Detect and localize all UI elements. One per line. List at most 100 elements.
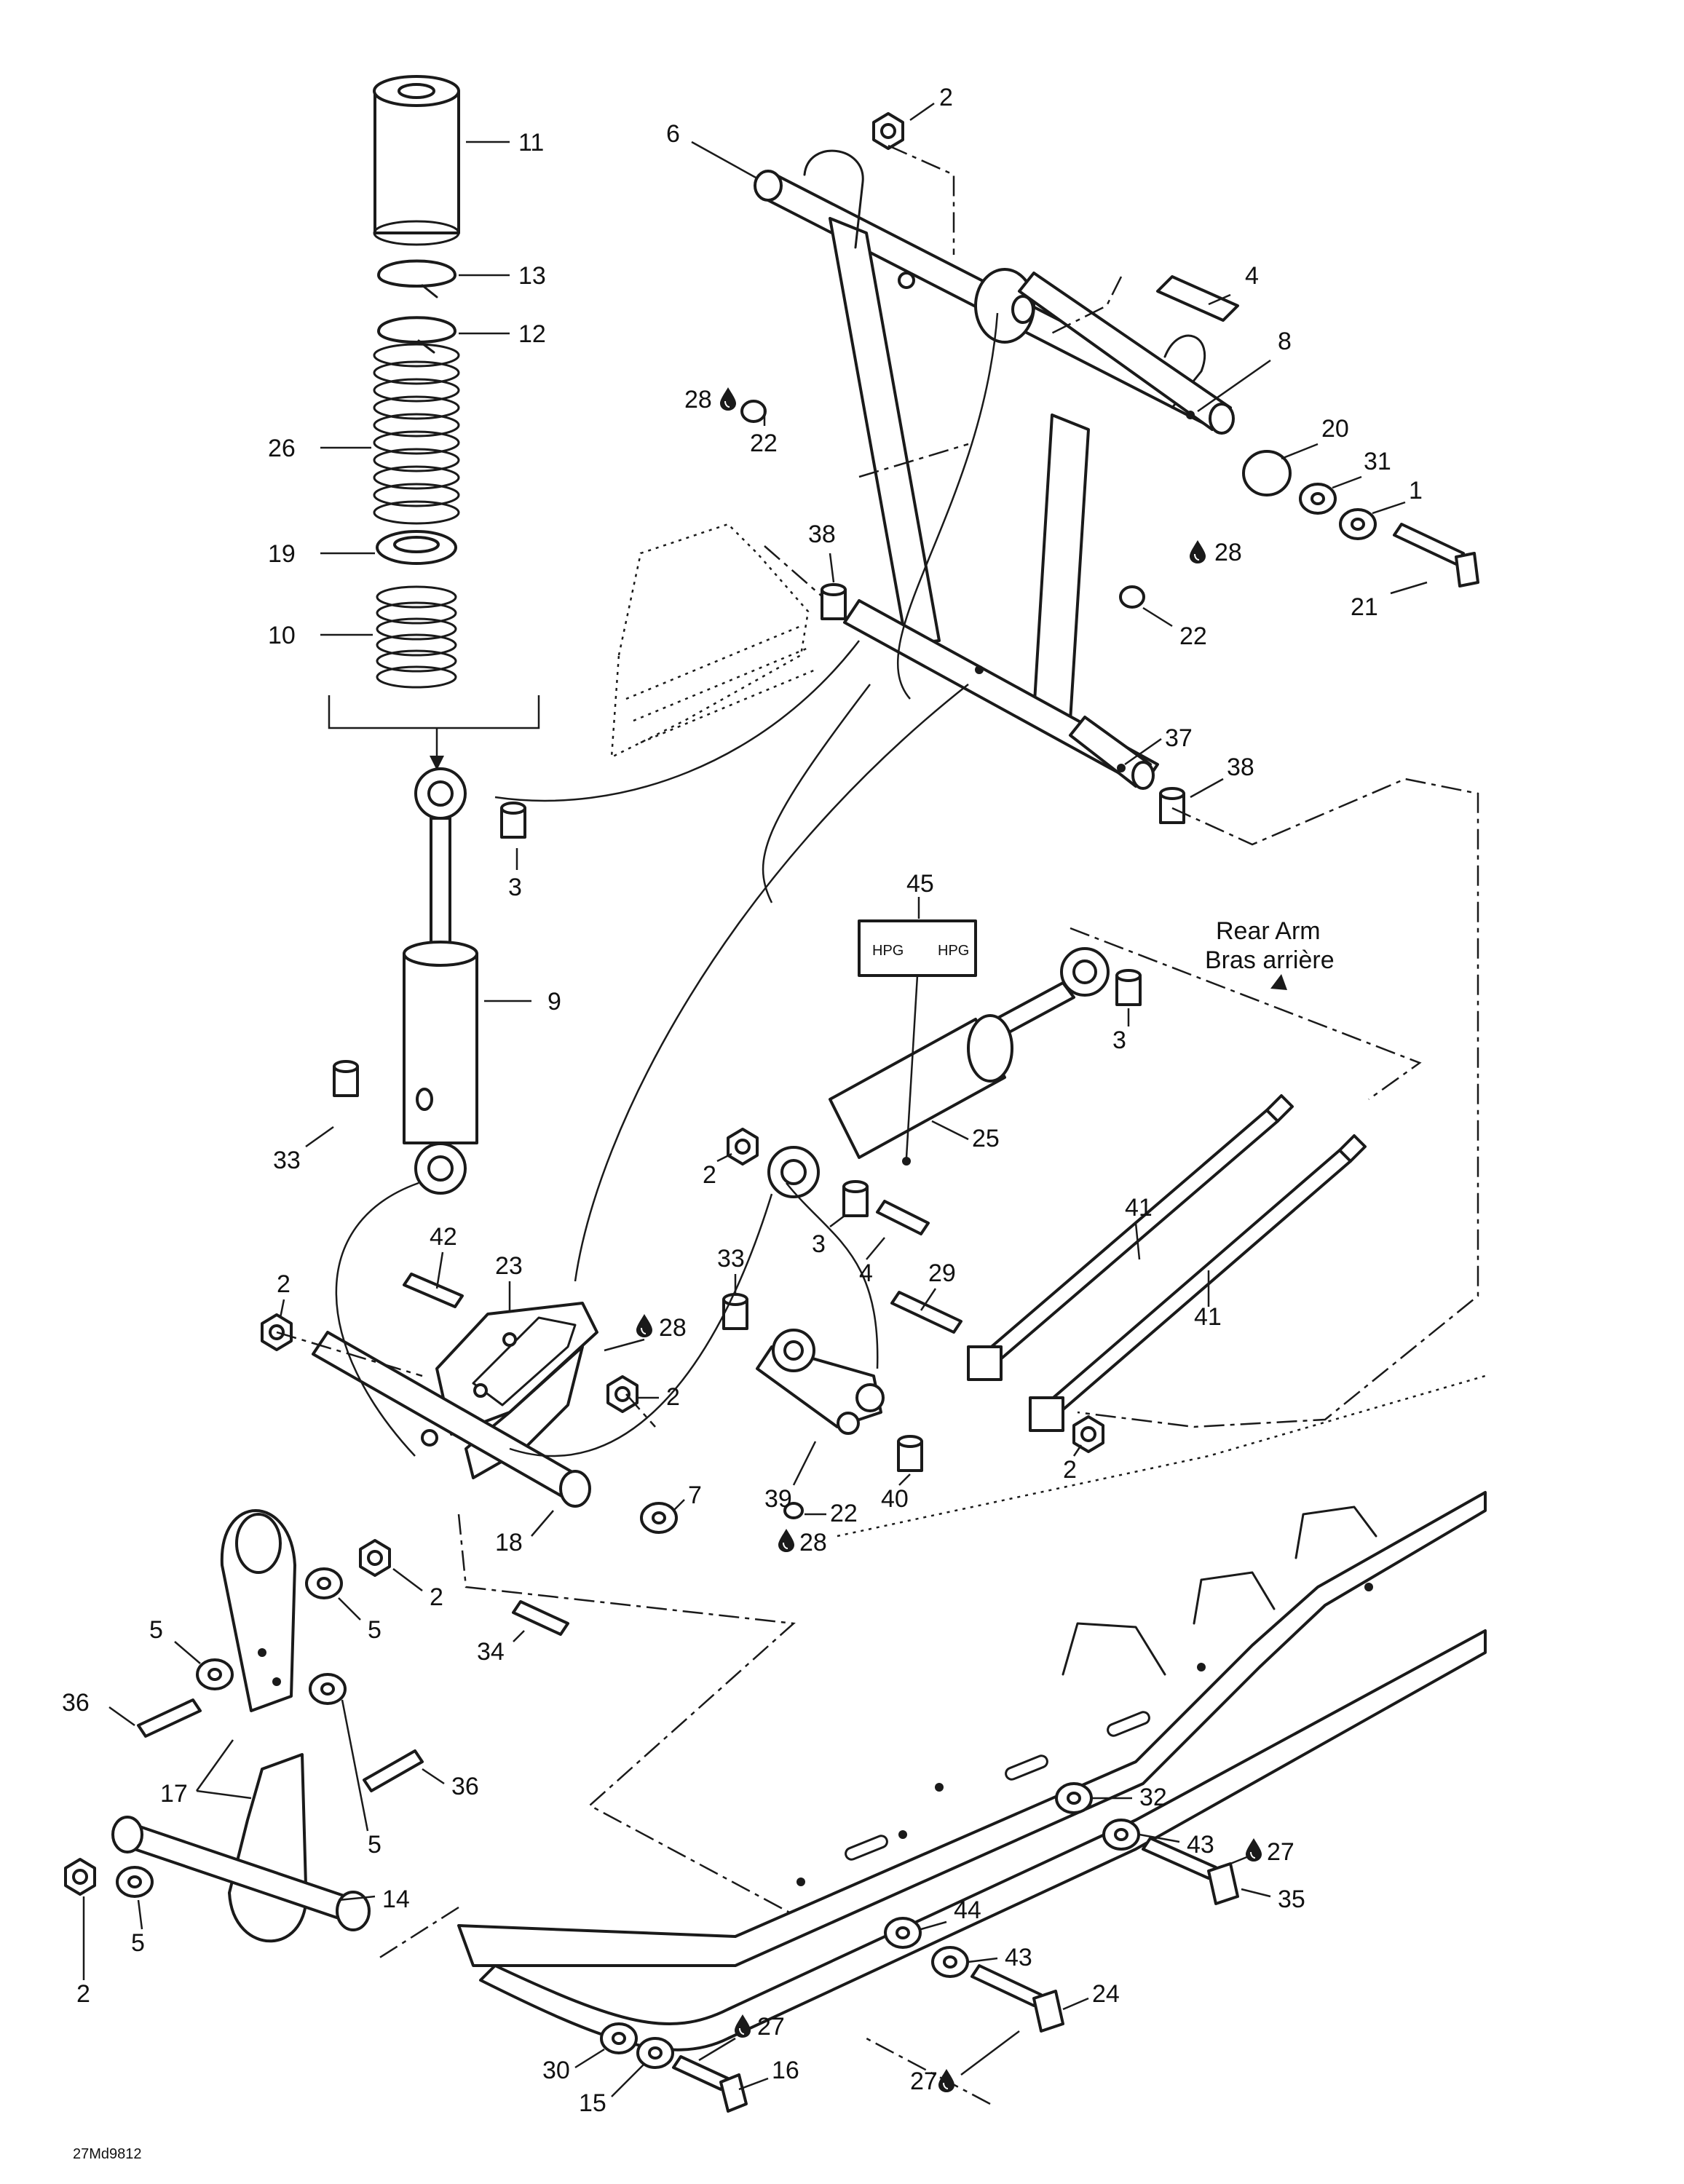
- spring-clip-12: [377, 316, 456, 354]
- bolt-29: [890, 1291, 962, 1334]
- callout-28-crank: 28: [799, 1529, 827, 1556]
- callout-41-top: 41: [1125, 1194, 1153, 1222]
- callout-23: 23: [495, 1252, 523, 1280]
- spring-clip-13: [377, 259, 456, 298]
- callout-28-bracket: 28: [659, 1314, 687, 1342]
- bolt-21: [1393, 523, 1465, 566]
- callout-25: 25: [972, 1125, 1000, 1152]
- grease-fitting-22-crank: [783, 1502, 804, 1519]
- washer-5-c: [309, 1673, 347, 1705]
- spring-stack: [328, 75, 540, 770]
- rail-front-ghost: [837, 1374, 1486, 1538]
- grease-fitting-22-right: [1119, 585, 1145, 609]
- callout-27-a: 27: [1267, 1838, 1294, 1866]
- rear-arm-bracket-23: [312, 1302, 598, 1508]
- washer-31: [1299, 483, 1337, 515]
- callout-2-bracket-right: 2: [666, 1383, 680, 1411]
- bushing-3-upper: [500, 802, 526, 839]
- ref-curve-3: [574, 684, 969, 1282]
- callout-2-link: 2: [1063, 1456, 1077, 1484]
- callout-15: 15: [579, 2089, 606, 2117]
- bolt-42: [403, 1273, 464, 1308]
- callout-2-bracket-left: 2: [277, 1270, 290, 1298]
- callout-2-bottom: 2: [76, 1980, 90, 2008]
- washer-7: [640, 1502, 678, 1534]
- bolt-34: [512, 1600, 569, 1636]
- callout-13: 13: [518, 262, 546, 290]
- callout-38-bottom: 38: [1227, 753, 1254, 781]
- callout-9: 9: [548, 988, 561, 1016]
- washer-44: [884, 1917, 922, 1949]
- bolt-16: [672, 2055, 730, 2091]
- callout-11: 11: [518, 129, 544, 157]
- nut-2-bottom: [64, 1858, 96, 1896]
- callout-14: 14: [382, 1886, 410, 1913]
- callout-36-left: 36: [62, 1689, 90, 1717]
- bushing-3-rear-lower: [842, 1180, 869, 1217]
- bushing-3-rear-upper: [1115, 969, 1142, 1006]
- nut-2-axle: [359, 1539, 391, 1577]
- washer-15: [636, 2037, 674, 2069]
- flanged-bushing-38-top: [821, 583, 847, 620]
- ref-curve-5: [509, 1193, 773, 1457]
- callout-2-shock: 2: [703, 1161, 716, 1189]
- ref-curve-2: [896, 312, 999, 700]
- oil-drop-icon: [636, 1313, 653, 1338]
- stack-arrow-head: [430, 756, 444, 770]
- callout-27-b: 27: [910, 2068, 938, 2095]
- washer-5-d: [116, 1866, 154, 1898]
- rear-arm-label-fr: Bras arrière: [1205, 946, 1335, 974]
- secondary-spring-10: [376, 585, 457, 689]
- pivot-arm-39: [756, 1329, 885, 1435]
- washer-43-b: [931, 1946, 969, 1978]
- rear-arm-dashed-boundary: [1077, 778, 1479, 1428]
- callout-22-crank: 22: [830, 1500, 858, 1527]
- callout-layer: 11 13 12 26 19 10 3 9 33 2 6 4 8 20 31 1…: [62, 84, 1428, 2162]
- callout-43-b: 43: [1005, 1944, 1032, 1971]
- callout-19: 19: [268, 540, 296, 568]
- callout-34: 34: [477, 1638, 505, 1666]
- oil-drop-icon: [1245, 1837, 1262, 1862]
- callout-33-crank: 33: [717, 1245, 745, 1273]
- rear-arm-label-en: Rear Arm: [1216, 917, 1321, 945]
- bushing-33-crank: [722, 1293, 748, 1330]
- callout-5-d: 5: [131, 1929, 145, 1957]
- nut-2-rear-shock: [727, 1128, 759, 1166]
- callout-28-left: 28: [684, 386, 712, 414]
- callout-43-a: 43: [1187, 1831, 1214, 1859]
- callout-12: 12: [518, 320, 546, 348]
- callout-29: 29: [928, 1259, 956, 1287]
- callout-33-shock: 33: [273, 1147, 301, 1174]
- callout-4-top: 4: [1245, 262, 1259, 290]
- stack-bracket: [328, 695, 540, 729]
- bushing-40: [897, 1435, 923, 1472]
- frame-ghost-outline: [610, 523, 816, 759]
- oil-drop-icon: [778, 1528, 795, 1553]
- axle-arm-17-lower: [111, 1753, 371, 1943]
- flanged-bushing-38-bottom: [1159, 787, 1185, 824]
- callout-37: 37: [1165, 724, 1193, 752]
- callout-8: 8: [1278, 328, 1292, 355]
- nut-2-bracket-right: [606, 1375, 639, 1413]
- callout-39: 39: [764, 1485, 792, 1513]
- callout-5-b: 5: [149, 1616, 163, 1644]
- oil-drop-icon: [938, 2068, 955, 2093]
- callout-3-rear: 3: [1112, 1026, 1126, 1054]
- callout-7: 7: [688, 1481, 702, 1509]
- oil-drop-icon: [1189, 539, 1206, 564]
- callout-10: 10: [268, 622, 296, 649]
- flanged-bushing-20: [1242, 450, 1292, 496]
- washer-1: [1339, 508, 1377, 540]
- bolt-36-right: [363, 1749, 424, 1792]
- callout-6: 6: [666, 120, 680, 148]
- axle-arm-17: [220, 1509, 296, 1712]
- spring-cover-11: [373, 75, 460, 246]
- callout-3-shock: 3: [508, 874, 522, 901]
- decal-text: HPG: [872, 943, 904, 959]
- callout-26: 26: [268, 435, 296, 462]
- spring-seat-19: [376, 530, 457, 565]
- callout-21: 21: [1351, 593, 1378, 621]
- ref-curve-1: [494, 640, 860, 802]
- grease-fitting-22-left: [740, 400, 767, 423]
